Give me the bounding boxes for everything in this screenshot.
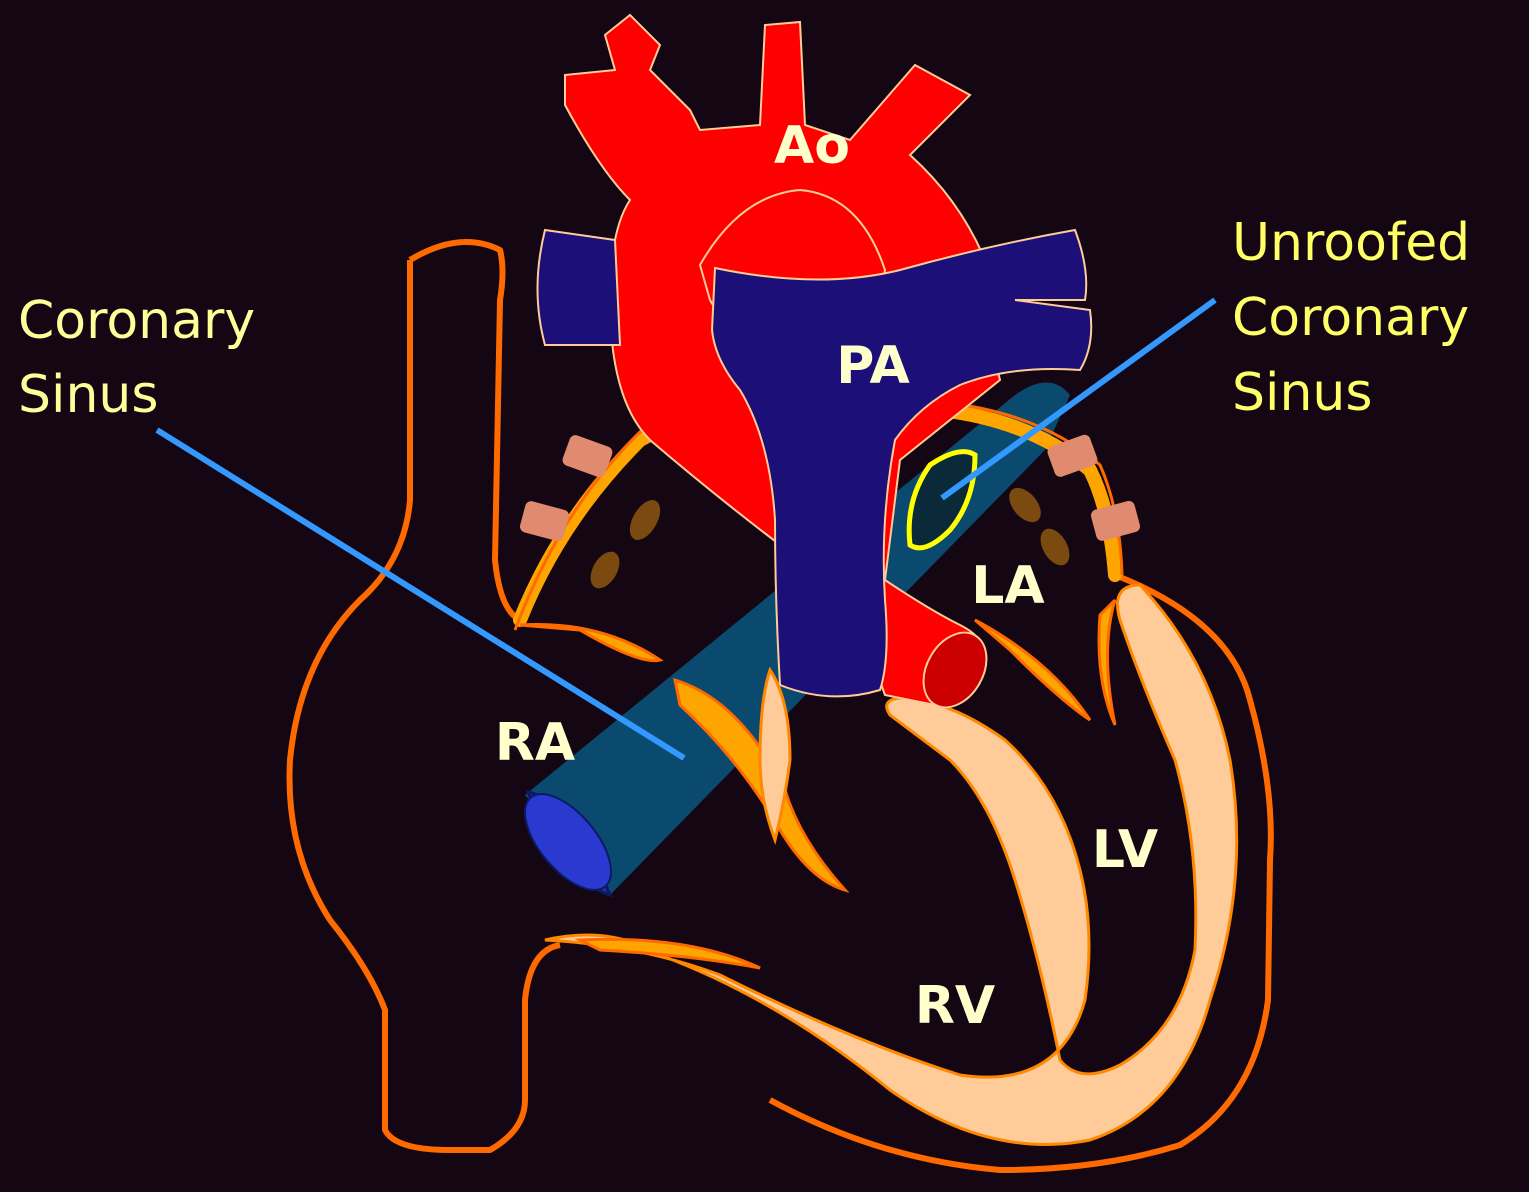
vein-opening [585,547,626,594]
pulmonary-vein-right-lower [519,500,571,543]
pulmonary-artery-label: PA [836,336,910,396]
left-ventricle-label: LV [1092,820,1158,880]
aorta-label: Ao [774,116,850,176]
right-atrium-outline [290,242,561,1150]
crista [520,624,660,660]
vein-opening [624,495,667,545]
right-atrium-label: RA [495,713,575,773]
mitral-leaflet [975,620,1090,720]
mitral-leaflet-posterior [1099,600,1115,725]
unroofed-coronary-sinus [909,452,975,548]
pulmonary-artery [538,230,621,345]
coronary-sinus-label-line2: Sinus [18,365,158,425]
right-ventricle-label: RV [915,976,995,1036]
left-atrium-label: LA [971,556,1044,616]
tricuspid-septal-leaflet [580,939,760,968]
coronary-sinus-label-line1: Coronary [18,291,255,351]
unroofed-label-line1: Unroofed [1232,213,1470,273]
vein-opening [1003,482,1047,528]
unroofed-label-line3: Sinus [1232,363,1372,423]
unroofed-label-line2: Coronary [1232,288,1469,348]
